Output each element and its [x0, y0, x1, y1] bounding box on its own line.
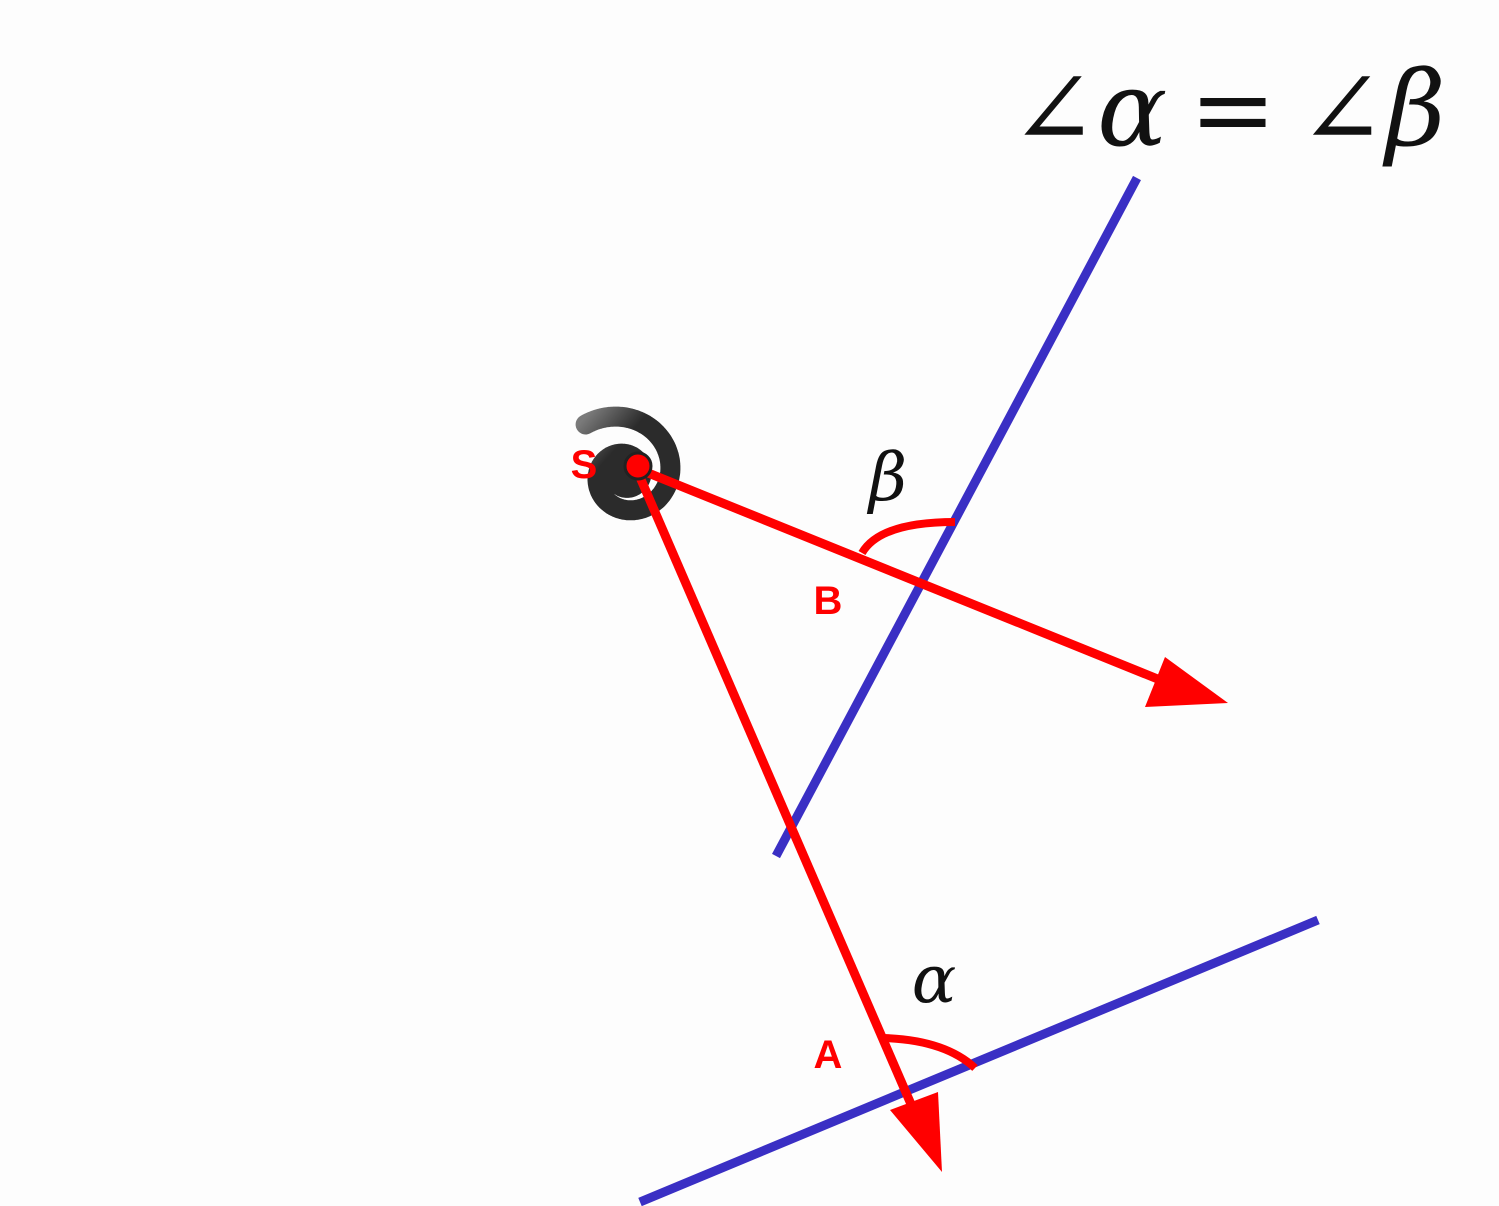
equation-equals: = [1189, 48, 1276, 170]
angle-arc-beta [858, 518, 956, 556]
angle-arc-alpha [883, 1034, 978, 1071]
ray-s-to-b-arrowhead [1145, 657, 1228, 707]
ray-s-to-a-arrowhead [890, 1092, 942, 1172]
tangent-line-at-b [772, 175, 1141, 859]
ray-s-to-b [634, 463, 1172, 689]
point-s-dot [623, 451, 653, 481]
angle-alpha-label: α [912, 941, 957, 1018]
ray-s-to-a [631, 466, 925, 1127]
angle-symbol-right: ∠ [1299, 48, 1386, 170]
angle-symbol-left: ∠ [1010, 48, 1097, 170]
point-s-label: S [571, 443, 598, 487]
point-b-label: B [814, 579, 843, 623]
tangent-line-at-a [638, 915, 1320, 1206]
equation-alpha: α [1097, 48, 1167, 170]
equation-beta: β [1382, 48, 1446, 170]
angle-equality-equation: ∠α=∠β [1010, 48, 1446, 170]
point-a-label: A [814, 1033, 843, 1077]
angle-beta-label: β [866, 439, 907, 516]
